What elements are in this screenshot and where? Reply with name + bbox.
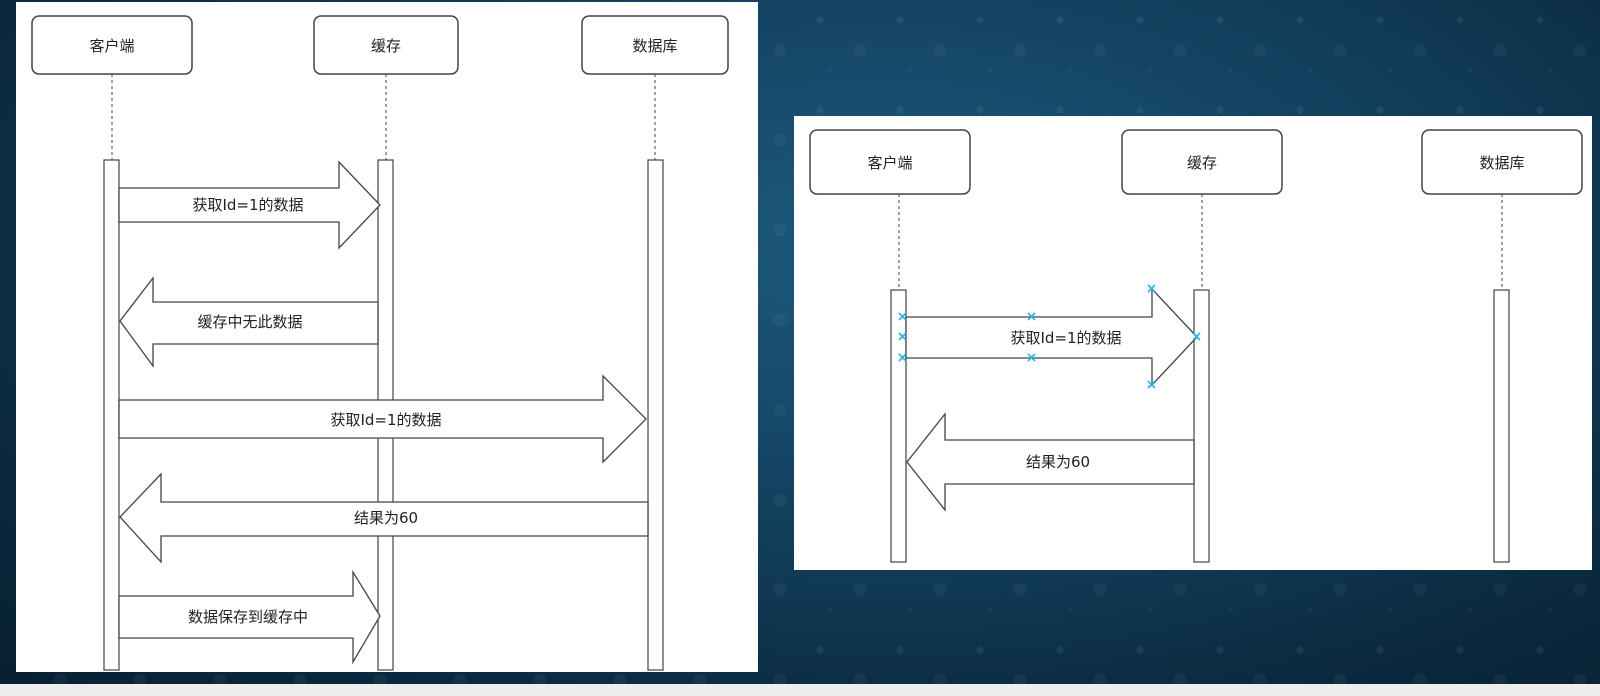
participant-client-label: 客户端 bbox=[89, 37, 134, 55]
activation-database bbox=[647, 159, 664, 671]
message-arrow-2[interactable]: 缓存中无此数据 bbox=[119, 276, 379, 368]
participant-client[interactable]: 客户端 bbox=[31, 15, 193, 75]
sequence-diagram-right: 客户端 缓存 数据库 获取Id=1的数据 bbox=[794, 116, 1592, 570]
message-arrow-2[interactable]: 结果为60 bbox=[906, 412, 1195, 512]
message-label-3: 获取Id=1的数据 bbox=[330, 411, 441, 429]
participant-database-label: 数据库 bbox=[1479, 154, 1524, 172]
activation-client bbox=[890, 289, 907, 563]
participant-client-label: 客户端 bbox=[867, 154, 912, 172]
activation-cache bbox=[1193, 289, 1210, 563]
message-arrow-5[interactable]: 数据保存到缓存中 bbox=[118, 569, 381, 665]
message-label-5: 数据保存到缓存中 bbox=[188, 608, 308, 626]
participant-cache-label: 缓存 bbox=[371, 37, 401, 55]
participant-client[interactable]: 客户端 bbox=[809, 129, 971, 195]
message-label-1: 获取Id=1的数据 bbox=[1010, 329, 1121, 347]
message-label-2: 缓存中无此数据 bbox=[197, 313, 302, 331]
bottom-bar bbox=[0, 684, 1600, 696]
sequence-diagram-left: 客户端 缓存 数据库 获取Id=1的数据 缓存中无此数据 bbox=[16, 2, 758, 672]
activation-database bbox=[1493, 289, 1510, 563]
message-label-2: 结果为60 bbox=[1026, 453, 1090, 471]
message-arrow-1-selected[interactable]: 获取Id=1的数据 bbox=[905, 287, 1198, 387]
message-arrow-4[interactable]: 结果为60 bbox=[119, 472, 649, 564]
participant-database-label: 数据库 bbox=[632, 37, 677, 55]
message-arrow-1[interactable]: 获取Id=1的数据 bbox=[118, 160, 381, 250]
participant-cache-label: 缓存 bbox=[1187, 154, 1217, 172]
participant-cache[interactable]: 缓存 bbox=[1121, 129, 1283, 195]
message-label-4: 结果为60 bbox=[354, 509, 418, 527]
participant-cache[interactable]: 缓存 bbox=[313, 15, 459, 75]
message-label-1: 获取Id=1的数据 bbox=[192, 196, 303, 214]
participant-database[interactable]: 数据库 bbox=[581, 15, 729, 75]
participant-database[interactable]: 数据库 bbox=[1421, 129, 1583, 195]
activation-client bbox=[103, 159, 120, 671]
selection-handles[interactable] bbox=[898, 284, 1201, 389]
message-arrow-3[interactable]: 获取Id=1的数据 bbox=[118, 374, 647, 464]
